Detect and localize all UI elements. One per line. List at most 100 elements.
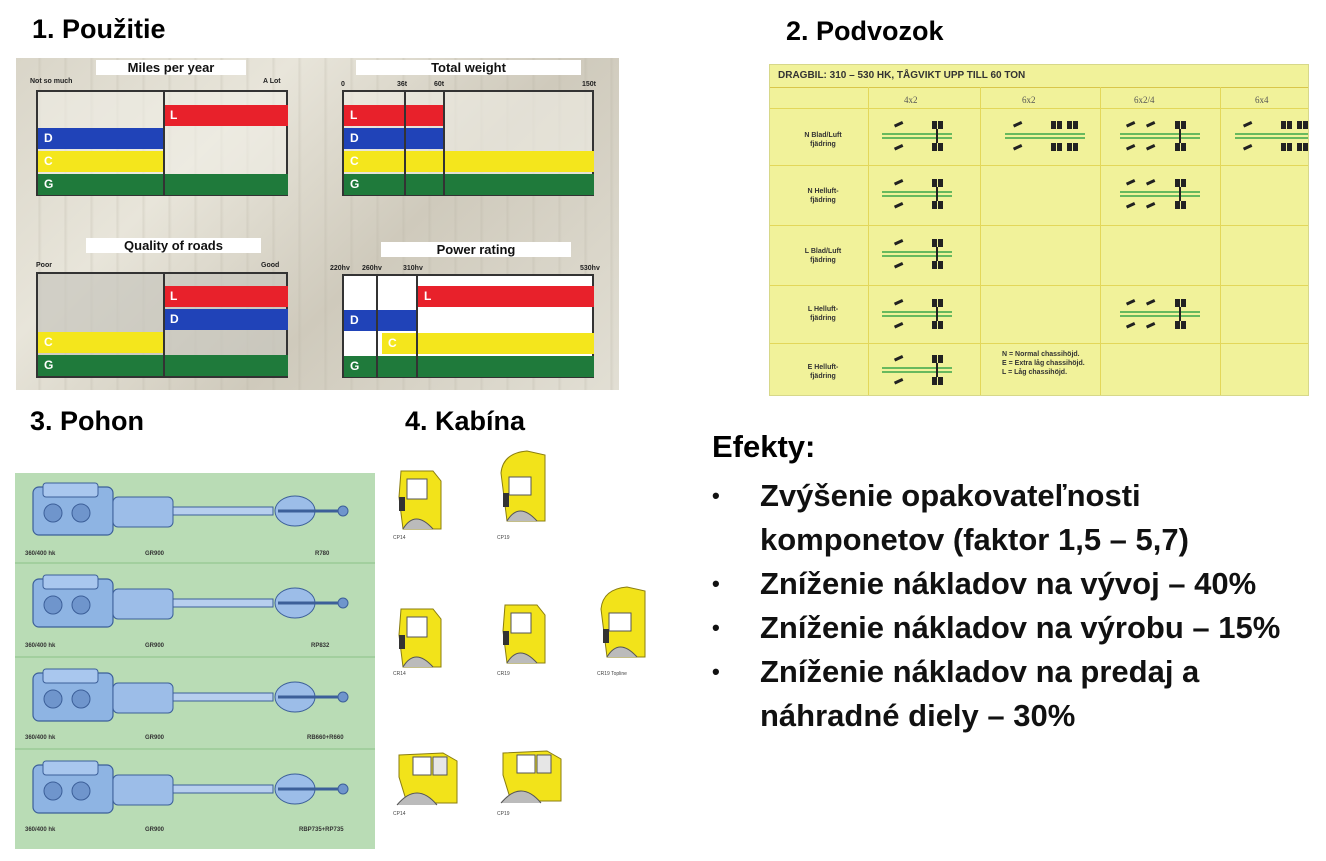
weight-bar-d: D	[344, 128, 444, 149]
weight-tick: 60t	[434, 81, 445, 88]
roads-bar-l: L	[164, 286, 288, 307]
grid-line	[1100, 87, 1101, 395]
row-label-line: L Helluft-	[807, 306, 839, 313]
drivetrain-illustrations	[15, 481, 375, 815]
miles-bar-c: C	[38, 151, 164, 172]
grid-line	[1220, 87, 1221, 395]
weight-tick: 150t	[582, 81, 597, 88]
power-chart-title: Power rating	[381, 242, 571, 257]
bar-letter: L	[424, 289, 432, 303]
weight-divider	[443, 92, 445, 196]
chassis-panel: DRAGBIL: 310 – 530 HK, TÅGVIKT UPP TILL …	[769, 64, 1309, 396]
power-divider	[416, 276, 418, 378]
axle-diagrams	[881, 119, 1308, 386]
cabin-illustrations	[396, 450, 646, 806]
roads-chart-title: Quality of roads	[86, 238, 261, 253]
row-label-line: fjädring	[810, 373, 836, 380]
effects-item-text: Zvýšenie opakovateľnosti komponetov (fak…	[760, 478, 1189, 557]
grid-line	[770, 225, 1308, 226]
legend-line: E = Extra låg chassihöjd.	[1002, 360, 1085, 367]
effects-item: •Zvýšenie opakovateľnosti komponetov (fa…	[712, 474, 1312, 562]
chassis-col-6x2-4: 6x2/4	[1134, 95, 1155, 105]
drive-axle-label: R780	[315, 551, 330, 557]
chassis-col-6x4: 6x4	[1255, 95, 1269, 105]
bar-letter: G	[44, 177, 54, 191]
roads-divider	[163, 274, 165, 378]
bullet-icon: •	[712, 615, 720, 640]
grid-line	[980, 87, 981, 395]
bar-letter: L	[170, 289, 178, 303]
power-tick: 260hv	[362, 265, 382, 272]
power-bar-g: G	[344, 356, 594, 377]
power-tick: 220hv	[330, 265, 350, 272]
section-title-cabin: 4. Kabína	[405, 406, 526, 436]
row-label-line: N Helluft-	[807, 188, 839, 195]
row-label-line: fjädring	[810, 197, 836, 204]
weight-bar-l: L	[344, 105, 444, 126]
effects-item: •Zníženie nákladov na výrobu – 15%	[712, 606, 1312, 650]
roads-bar-c: C	[38, 332, 164, 353]
cabin-caption: CR14	[393, 671, 406, 677]
usage-panel: Miles per year Not so much A Lot L D C G…	[16, 58, 619, 390]
miles-chart: L D C G	[36, 90, 288, 196]
chassis-row-label: E Helluft-fjädring	[778, 363, 868, 381]
grid-line	[770, 343, 1308, 344]
drive-gearbox-label: GR900	[145, 827, 165, 833]
effects-item-text: Zníženie nákladov na predaj a náhradné d…	[760, 654, 1200, 733]
weight-tick: 36t	[397, 81, 408, 88]
drive-engine-label: 360/400 hk	[25, 551, 56, 557]
cabin-caption: CP14	[393, 535, 406, 541]
chassis-row-label: L Helluft-fjädring	[778, 305, 868, 323]
drive-engine-label: 360/400 hk	[25, 735, 56, 741]
cabin-caption: CP14	[393, 811, 406, 817]
bar-letter: D	[44, 131, 53, 145]
row-label-line: N Blad/Luft	[804, 132, 842, 139]
power-divider	[376, 276, 378, 378]
row-label-line: fjädring	[810, 257, 836, 264]
miles-bar-d: D	[38, 128, 164, 149]
section-title-usage: 1. Použitie	[32, 14, 166, 44]
cabin-caption: CP19	[497, 535, 510, 541]
power-bar-d: D	[344, 310, 418, 331]
weight-chart-title: Total weight	[356, 60, 581, 75]
miles-divider	[163, 92, 165, 196]
legend-line: N = Normal chassihöjd.	[1002, 351, 1080, 358]
roads-bar-d: D	[164, 309, 288, 330]
weight-tick: 0	[341, 81, 345, 88]
cabin-caption: CR19 Topline	[597, 671, 627, 677]
power-tick: 530hv	[580, 265, 600, 272]
cabin-panel: CP14 CP19 CR14 CR19 CR19 Topline CP14 CP…	[385, 445, 685, 855]
miles-right-label: A Lot	[263, 78, 281, 85]
grid-line	[770, 165, 1308, 166]
power-tick: 310hv	[403, 265, 423, 272]
drive-axle-label: RBP735+RP735	[299, 827, 344, 833]
drive-engine-label: 360/400 hk	[25, 827, 56, 833]
miles-chart-title: Miles per year	[96, 60, 246, 75]
bar-letter: C	[44, 335, 53, 349]
legend-line: L = Låg chassihöjd.	[1002, 369, 1068, 376]
drive-gearbox-label: GR900	[145, 643, 165, 649]
bar-letter: D	[170, 312, 179, 326]
bar-letter: G	[350, 359, 360, 373]
effects-title: Efekty:	[712, 429, 816, 464]
chassis-header: DRAGBIL: 310 – 530 HK, TÅGVIKT UPP TILL …	[778, 70, 1026, 81]
bar-letter: D	[350, 313, 359, 327]
effects-item-text: Zníženie nákladov na vývoj – 40%	[760, 566, 1257, 601]
chassis-legend: N = Normal chassihöjd. E = Extra låg cha…	[1002, 350, 1085, 377]
drive-engine-label: 360/400 hk	[25, 643, 56, 649]
effects-item: •Zníženie nákladov na vývoj – 40%	[712, 562, 1312, 606]
bar-letter: D	[350, 131, 359, 145]
drive-gearbox-label: GR900	[145, 735, 165, 741]
cabin-caption: CR19	[497, 671, 510, 677]
bar-letter: C	[44, 154, 53, 168]
drive-axle-label: RB660+R660	[307, 735, 344, 741]
cabin-caption: CP19	[497, 811, 510, 817]
section-title-drive: 3. Pohon	[30, 406, 144, 436]
chassis-row-label: N Helluft-fjädring	[778, 187, 868, 205]
roads-left-label: Poor	[36, 262, 52, 269]
chassis-header-rule	[770, 87, 1308, 88]
effects-item: •Zníženie nákladov na predaj a náhradné …	[712, 650, 1312, 738]
weight-bar-c: C	[344, 151, 594, 172]
